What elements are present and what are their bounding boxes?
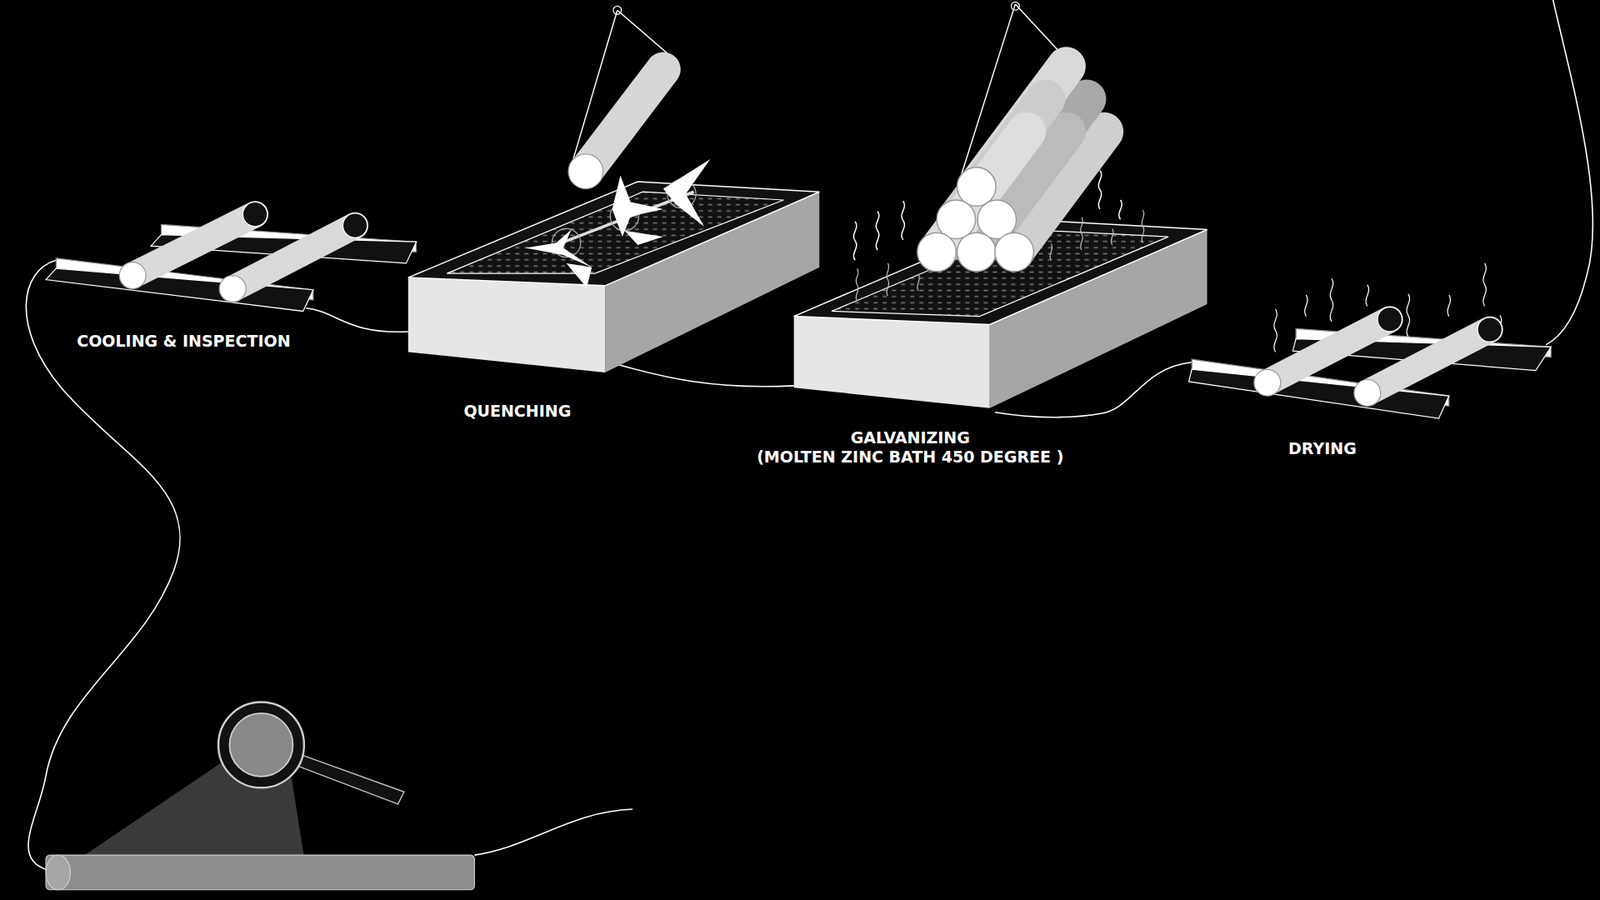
cooling-rack: [45, 201, 416, 311]
stage-label: GALVANIZING: [850, 428, 970, 448]
galvanizing-bath: [794, 1, 1208, 408]
inspection-magnifier: [45, 701, 475, 890]
stage-label: QUENCHING: [463, 401, 571, 421]
stage-label: (MOLTEN ZINC BATH 450 DEGREE ): [756, 447, 1064, 467]
stage-label: COOLING & INSPECTION: [76, 331, 290, 351]
drying-rack: [1189, 263, 1552, 419]
process-wire: [25, 0, 1593, 870]
stage-label: DRYING: [1288, 439, 1357, 459]
quenching-tank: [408, 5, 820, 373]
